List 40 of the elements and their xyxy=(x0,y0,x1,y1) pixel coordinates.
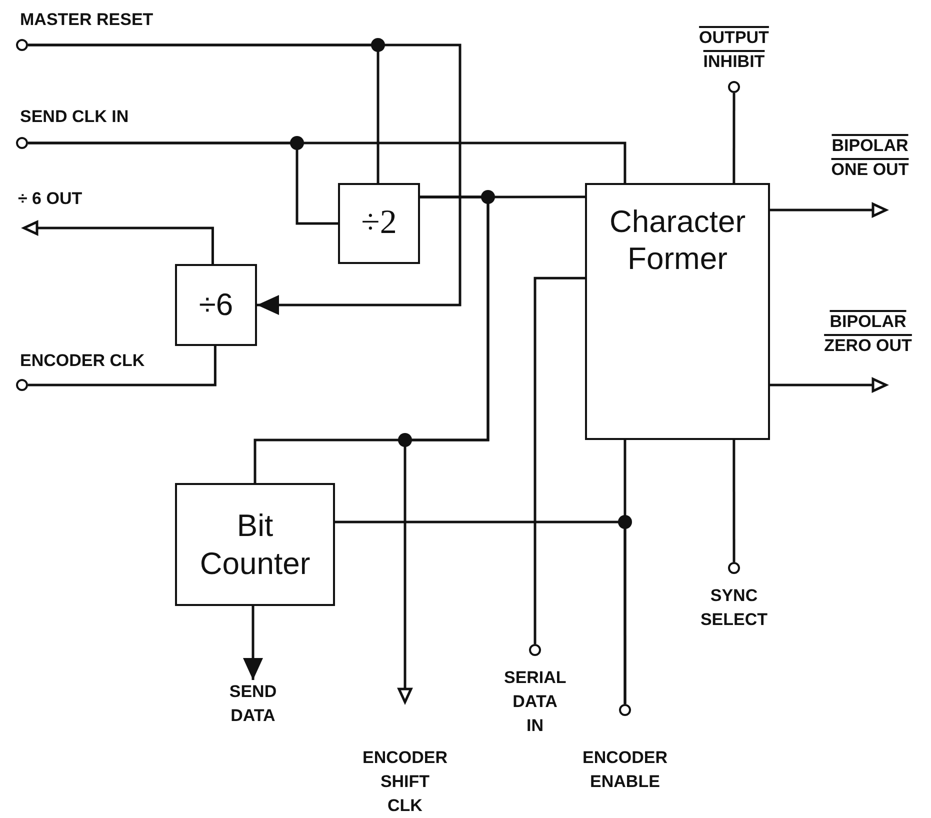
signal-line xyxy=(28,142,626,183)
function-block xyxy=(585,183,770,440)
pin-label: SYNC SELECT xyxy=(700,585,768,631)
function-block xyxy=(175,264,257,346)
pin-label: SERIAL DATA IN xyxy=(504,667,566,737)
signal-line xyxy=(624,440,626,704)
terminal-circle xyxy=(16,137,28,149)
pin-label: ENCODER SHIFT CLK xyxy=(362,747,448,817)
function-block xyxy=(175,483,335,606)
pin-label: ÷ 6 OUT xyxy=(18,188,82,210)
pin-label: SEND DATA xyxy=(218,680,288,728)
block-title: Bit Counter xyxy=(200,507,310,582)
signal-line xyxy=(534,276,585,644)
block-title: ÷2 xyxy=(361,203,397,244)
pin-label: ENCODER CLK xyxy=(20,350,145,372)
signal-arrow xyxy=(770,202,888,218)
signal-line xyxy=(732,93,736,183)
terminal-circle xyxy=(16,39,28,51)
terminal-circle xyxy=(728,562,740,574)
pin-label: OUTPUT INHIBIT xyxy=(699,27,769,73)
function-block xyxy=(338,183,420,264)
signal-arrow xyxy=(398,196,490,704)
signal-line xyxy=(335,520,626,704)
terminal-circle xyxy=(529,644,541,656)
terminal-circle xyxy=(728,81,740,93)
signal-line xyxy=(28,346,216,386)
pin-label: BIPOLAR ZERO OUT xyxy=(823,311,913,357)
terminal-circle xyxy=(16,379,28,391)
signal-arrow xyxy=(770,378,888,392)
signal-arrow xyxy=(22,220,214,264)
block-title: ÷6 xyxy=(198,286,234,324)
block-title: Character Former xyxy=(609,203,746,278)
terminal-circle xyxy=(619,704,631,716)
signal-arrow xyxy=(28,44,462,315)
pin-label: BIPOLAR ONE OUT xyxy=(830,135,910,181)
signal-line xyxy=(732,440,736,562)
pin-label: SEND CLK IN xyxy=(20,106,129,128)
pin-label: MASTER RESET xyxy=(20,9,154,31)
pin-label: ENCODER ENABLE xyxy=(582,747,668,793)
signal-arrow xyxy=(243,606,263,680)
